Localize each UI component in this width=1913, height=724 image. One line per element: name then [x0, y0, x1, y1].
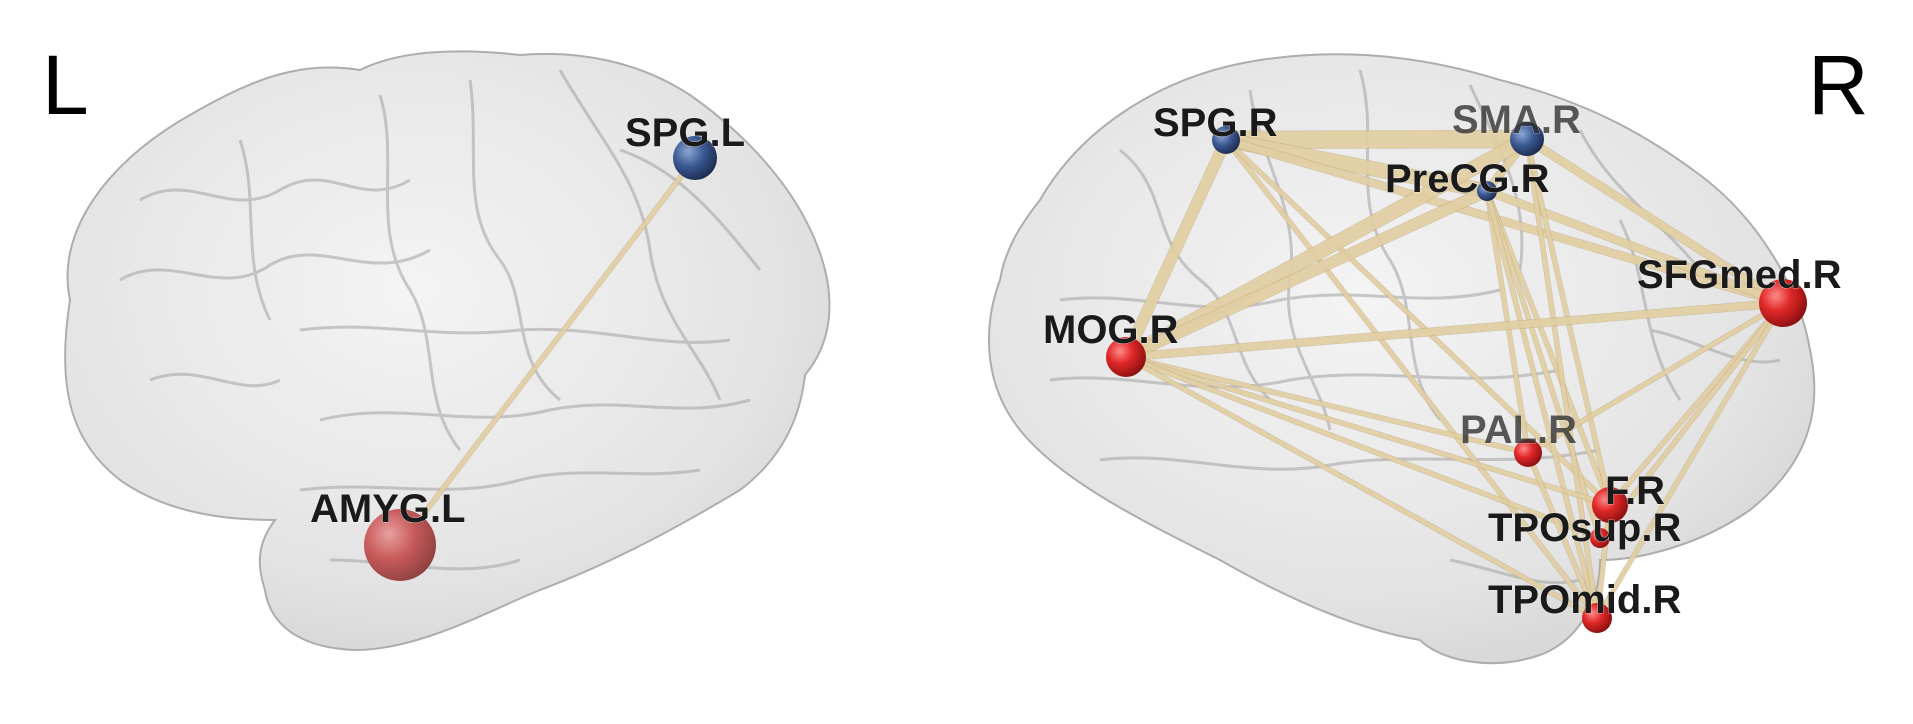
node-label-SFGmed.R: SFGmed.R — [1637, 253, 1842, 297]
left-hemisphere-label: L — [42, 38, 89, 132]
node-label-PAL.R: PAL.R — [1460, 408, 1577, 452]
node-label-TPOmid.R: TPOmid.R — [1488, 578, 1681, 622]
node-label-PreCG.R: PreCG.R — [1385, 157, 1550, 201]
node-label-SPG.L: SPG.L — [625, 111, 745, 155]
node-label-SMA.R: SMA.R — [1452, 98, 1581, 142]
node-label-SPG.R: SPG.R — [1153, 101, 1278, 145]
node-label-TPOsup.R: TPOsup.R — [1488, 506, 1681, 550]
node-label-AMYG.L: AMYG.L — [310, 487, 466, 531]
node-label-MOG.R: MOG.R — [1043, 308, 1179, 352]
right-hemisphere-label: R — [1808, 38, 1869, 132]
